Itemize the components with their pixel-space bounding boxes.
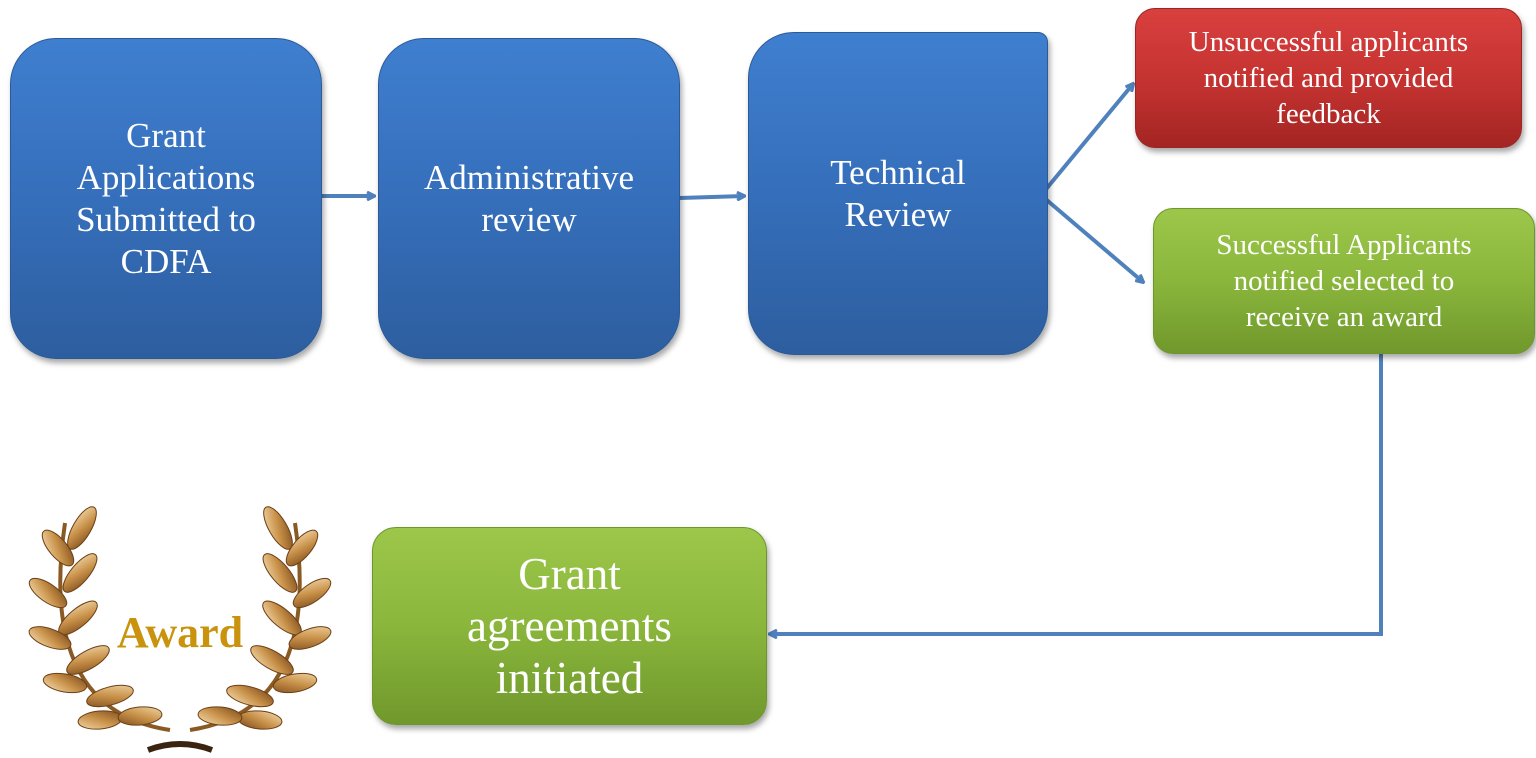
unsuccessful-label: Unsuccessful applicants notified and pro… (1188, 26, 1469, 130)
admin-review-label: Administrative review (424, 157, 634, 239)
award-label: Award (116, 608, 244, 657)
admin-review-box: Administrative review (378, 38, 680, 359)
technical-review-label: Technical Review (830, 152, 966, 234)
arrow-technical-to-unsuccessful (1040, 84, 1133, 196)
arrow-successful-to-agreements (770, 354, 1383, 634)
laurel-wreath-icon (28, 506, 332, 753)
arrow-admin-to-technical (679, 196, 744, 198)
agreements-box: Grant agreements initiated (372, 527, 767, 725)
submitted-box: Grant Applications Submitted to CDFA (10, 38, 322, 359)
agreements-label: Grant agreements initiated (467, 549, 672, 703)
technical-review-box: Technical Review (748, 32, 1048, 355)
arrow-technical-to-successful (1040, 194, 1143, 282)
successful-label: Successful Applicants notified selected … (1216, 229, 1472, 333)
unsuccessful-box: Unsuccessful applicants notified and pro… (1135, 8, 1522, 148)
submitted-label: Grant Applications Submitted to CDFA (76, 115, 256, 281)
successful-box: Successful Applicants notified selected … (1153, 208, 1535, 354)
